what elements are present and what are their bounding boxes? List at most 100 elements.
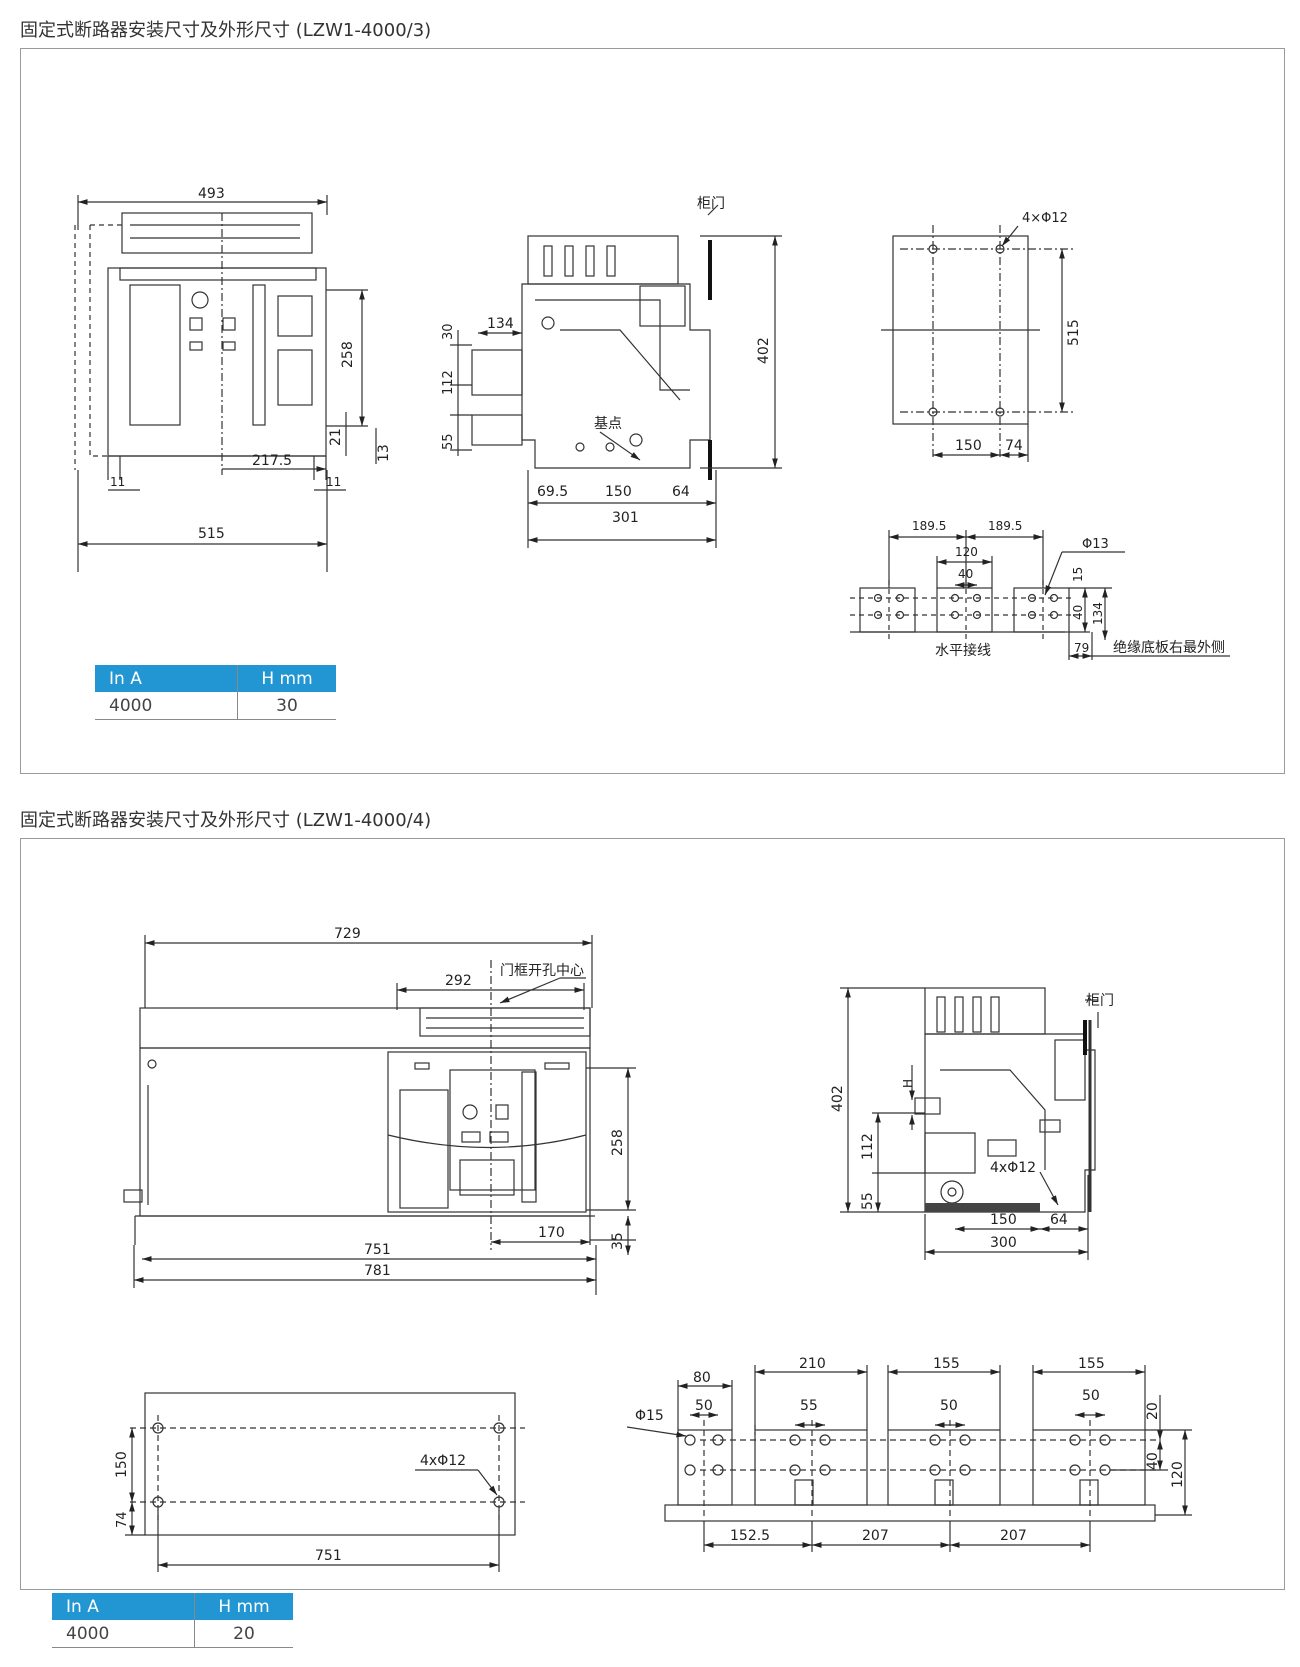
s1-term-40v: 40 <box>1071 605 1085 620</box>
s2-mount-view <box>130 1392 525 1536</box>
s2-dim-h: H <box>901 1079 915 1088</box>
s1-terminal-dims <box>888 530 1230 660</box>
s1-front-dims <box>77 195 377 572</box>
s1-dim-11a: 11 <box>110 475 125 489</box>
s1-dim-55: 55 <box>441 433 456 450</box>
s1-spec-table: In A H mm 4000 30 <box>95 665 336 720</box>
s1-dim-301: 301 <box>612 510 639 526</box>
s2-mount-74: 74 <box>115 1511 130 1528</box>
s2-term-55: 55 <box>800 1398 818 1414</box>
s1-dim-217-5: 217.5 <box>252 453 292 469</box>
s1-mount-150: 150 <box>955 438 982 454</box>
s1-term-40: 40 <box>958 567 973 581</box>
s1-term-horizontal: 水平接线 <box>935 642 991 659</box>
s1-base-point: 基点 <box>594 415 622 432</box>
s1-mount-holes: 4×Φ12 <box>1022 211 1068 226</box>
s2-dim-35: 35 <box>610 1232 626 1250</box>
s2-side-view <box>914 987 1098 1213</box>
s1-dim-21: 21 <box>328 428 344 446</box>
section2-title: 固定式断路器安装尺寸及外形尺寸 (LZW1-4000/4) <box>20 810 432 831</box>
s1-dim-515: 515 <box>198 526 225 542</box>
s2-cabinet-door: 柜门 <box>1086 993 1114 1009</box>
s2-dim-64: 64 <box>1050 1212 1068 1228</box>
s2-th-h: H mm <box>194 1593 293 1620</box>
s1-term-134: 134 <box>1091 602 1105 625</box>
s1-dim-493: 493 <box>198 186 225 202</box>
s2-term-50c: 50 <box>1082 1388 1100 1404</box>
s2-dim-781: 781 <box>364 1263 391 1279</box>
s2-dim-112: 112 <box>860 1133 876 1160</box>
s2-dim-292: 292 <box>445 973 472 989</box>
s2-dim-729: 729 <box>334 926 361 942</box>
s1-dim-30: 30 <box>441 323 456 340</box>
s2-dim-258: 258 <box>610 1129 626 1156</box>
s1-th-h: H mm <box>237 665 336 692</box>
s1-front-view <box>74 212 327 480</box>
s1-dim-112: 112 <box>441 370 456 395</box>
s2-term-207a: 207 <box>862 1528 889 1544</box>
s1-dim-64: 64 <box>672 484 690 500</box>
s1-term-15: 15 <box>1071 567 1085 582</box>
s2-terminal-dims <box>626 1365 1192 1552</box>
s2-mount-150: 150 <box>114 1451 130 1478</box>
s1-term-insul: 绝缘底板右最外侧 <box>1113 640 1225 656</box>
s2-front-dims <box>133 935 636 1295</box>
s1-dim-150: 150 <box>605 484 632 500</box>
s1-term-189-5a: 189.5 <box>912 519 946 533</box>
s2-dim-55: 55 <box>860 1192 876 1210</box>
s1-mount-view <box>881 225 1075 460</box>
s1-side-dims <box>450 204 782 548</box>
s2-term-210: 210 <box>799 1356 826 1372</box>
section1-title: 固定式断路器安装尺寸及外形尺寸 (LZW1-4000/3) <box>20 20 432 41</box>
s1-term-189-5b: 189.5 <box>988 519 1022 533</box>
s2-dim-300: 300 <box>990 1235 1017 1251</box>
s1-mount-515: 515 <box>1066 319 1082 346</box>
s2-td-h: 20 <box>194 1620 293 1648</box>
s2-front-view <box>123 960 595 1250</box>
s1-dim-402: 402 <box>756 337 772 364</box>
s2-dim-150: 150 <box>990 1212 1017 1228</box>
s1-dim-11b: 11 <box>326 475 341 489</box>
s1-mount-dims <box>933 225 1065 462</box>
s2-spec-table: In A H mm 4000 20 <box>52 1593 293 1648</box>
s2-term-20: 20 <box>1145 1402 1161 1420</box>
s1-side-view <box>471 235 711 469</box>
s1-terminal-view <box>850 580 1075 640</box>
s1-term-120: 120 <box>955 545 978 559</box>
s2-term-207b: 207 <box>1000 1528 1027 1544</box>
s2-term-80: 80 <box>693 1370 711 1386</box>
s1-td-h: 30 <box>237 692 336 720</box>
s2-dim-170: 170 <box>538 1225 565 1241</box>
s2-term-40: 40 <box>1145 1452 1161 1470</box>
s1-dim-69-5: 69.5 <box>537 484 568 500</box>
s2-term-50b: 50 <box>940 1398 958 1414</box>
s1-dim-134: 134 <box>487 316 514 332</box>
s2-terminal-view <box>664 1420 1160 1522</box>
s1-term-phi13: Φ13 <box>1082 537 1109 552</box>
s2-term-155a: 155 <box>933 1356 960 1372</box>
s1-td-in: 4000 <box>95 692 238 720</box>
s2-term-155b: 155 <box>1078 1356 1105 1372</box>
s2-th-in: In A <box>52 1593 195 1620</box>
s2-mount-holes: 4xΦ12 <box>420 1453 466 1469</box>
s2-side-holes: 4xΦ12 <box>990 1160 1036 1176</box>
s2-dim-402: 402 <box>830 1085 846 1112</box>
s2-term-50a: 50 <box>695 1398 713 1414</box>
s2-term-phi15: Φ15 <box>635 1408 664 1424</box>
s2-door-center: 门框开孔中心 <box>500 963 584 979</box>
s2-mount-751: 751 <box>315 1548 342 1564</box>
s2-mount-dims <box>125 1428 500 1572</box>
s1-cabinet-door: 柜门 <box>697 196 725 212</box>
s1-dim-258: 258 <box>340 341 356 368</box>
s2-term-120: 120 <box>1170 1461 1186 1488</box>
s1-dim-13: 13 <box>376 444 392 462</box>
s1-mount-74: 74 <box>1005 438 1023 454</box>
s1-th-in: In A <box>95 665 238 692</box>
s2-term-152-5: 152.5 <box>730 1528 770 1544</box>
s1-term-79: 79 <box>1074 641 1089 655</box>
section1-panel <box>20 48 1285 774</box>
s2-td-in: 4000 <box>52 1620 195 1648</box>
s2-dim-751: 751 <box>364 1242 391 1258</box>
s2-side-dims <box>840 987 1099 1260</box>
